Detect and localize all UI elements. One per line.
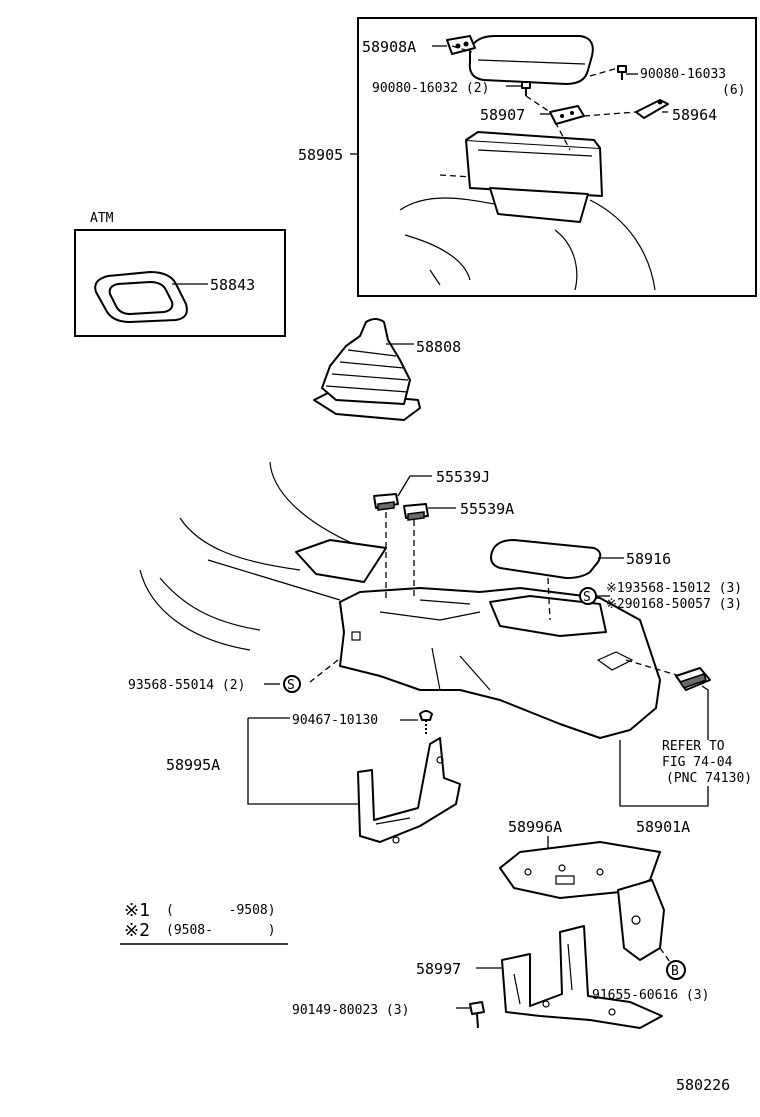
marker-b xyxy=(666,960,686,980)
figure-number: 580226 xyxy=(676,1076,730,1094)
assembly-line xyxy=(451,45,473,53)
switch-55539A xyxy=(403,503,429,521)
label-atm: ATM xyxy=(90,211,114,226)
assembly-line xyxy=(659,947,671,963)
leader-line xyxy=(701,685,709,740)
floor-tray xyxy=(295,539,387,583)
marker-s-text: S xyxy=(287,678,295,693)
label-90080-16032: 90080-16032 (2) xyxy=(372,81,489,96)
label-193568-15012: ※193568-15012 (3) xyxy=(606,581,742,596)
body-curve xyxy=(589,199,656,291)
armrest-base-58905 xyxy=(465,131,603,223)
atm-box xyxy=(74,229,286,337)
hinge-58908A xyxy=(446,35,476,55)
screw-90467-10130 xyxy=(419,710,433,736)
console-lid-58916 xyxy=(490,539,602,579)
body-curve xyxy=(554,229,578,291)
label-58808: 58808 xyxy=(416,338,461,356)
label-58901A: 58901A xyxy=(636,818,690,836)
label-93568-55014: 93568-55014 (2) xyxy=(128,678,245,693)
marker-s-text: S xyxy=(583,590,591,605)
leader-line xyxy=(247,718,360,805)
screw-90080-16033 xyxy=(617,65,627,80)
assembly-line xyxy=(589,67,619,77)
switch-55539J xyxy=(373,493,399,511)
label-58905: 58905 xyxy=(298,146,343,164)
label-90080-16033: 90080-16033 xyxy=(640,67,726,82)
label-58996A: 58996A xyxy=(508,818,562,836)
assembly-line xyxy=(583,111,637,117)
label-58995A: 58995A xyxy=(166,756,220,774)
label-58964: 58964 xyxy=(672,106,717,124)
body-curve xyxy=(429,269,441,286)
label-90149-80023: 90149-80023 (3) xyxy=(292,1003,409,1018)
console-58901A xyxy=(339,587,661,739)
screw-90080-16032 xyxy=(521,81,531,96)
clip-58964 xyxy=(635,99,669,119)
body-curve xyxy=(404,234,471,281)
label-58908A: 58908A xyxy=(362,38,416,56)
label-58843: 58843 xyxy=(210,276,255,294)
label-90467-10130: 90467-10130 xyxy=(292,713,378,728)
note-1-range: ( -9508) xyxy=(166,903,276,918)
bracket-58997 xyxy=(501,925,663,1029)
label-58916: 58916 xyxy=(626,550,671,568)
label-55539A: 55539A xyxy=(460,500,514,518)
bracket-58996A xyxy=(499,841,665,961)
shift-boot-58808 xyxy=(313,318,421,421)
assembly-line xyxy=(547,577,551,621)
floor-curve xyxy=(207,559,341,601)
label-55539J: 55539J xyxy=(436,468,490,486)
latch-58907 xyxy=(549,105,585,125)
ref-part-74130 xyxy=(675,667,711,691)
note-2-range: (9508- ) xyxy=(166,923,276,938)
note-2-mark: ※2 xyxy=(124,920,150,941)
floor-curve xyxy=(139,569,251,651)
bracket-58995A xyxy=(357,737,461,844)
label-refer-1: REFER TO xyxy=(662,739,725,754)
label-58997: 58997 xyxy=(416,960,461,978)
body-curve xyxy=(399,197,501,211)
marker-s xyxy=(579,587,597,605)
label-91655-60616: 91655-60616 (3) xyxy=(592,988,709,1003)
label-refer-3: (PNC 74130) xyxy=(666,771,752,786)
leader-line xyxy=(619,740,709,807)
marker-b-text: B xyxy=(671,964,679,979)
marker-s xyxy=(283,675,301,693)
assembly-line xyxy=(309,659,339,683)
shift-bezel-58843 xyxy=(94,271,188,323)
label-refer-2: FIG 74-04 xyxy=(662,755,733,770)
bolt-90149-80023 xyxy=(469,1001,485,1029)
label-90080-16033-qty: (6) xyxy=(722,83,745,98)
floor-curve xyxy=(159,577,261,631)
label-290168-50057: ※290168-50057 (3) xyxy=(606,597,742,612)
armrest-group-box xyxy=(357,17,757,297)
armrest-lid xyxy=(468,35,594,85)
floor-curve xyxy=(179,517,301,571)
note-1-mark: ※1 xyxy=(124,900,150,921)
label-58907: 58907 xyxy=(480,106,525,124)
leader-line xyxy=(397,475,432,497)
floor-curve xyxy=(269,461,357,546)
